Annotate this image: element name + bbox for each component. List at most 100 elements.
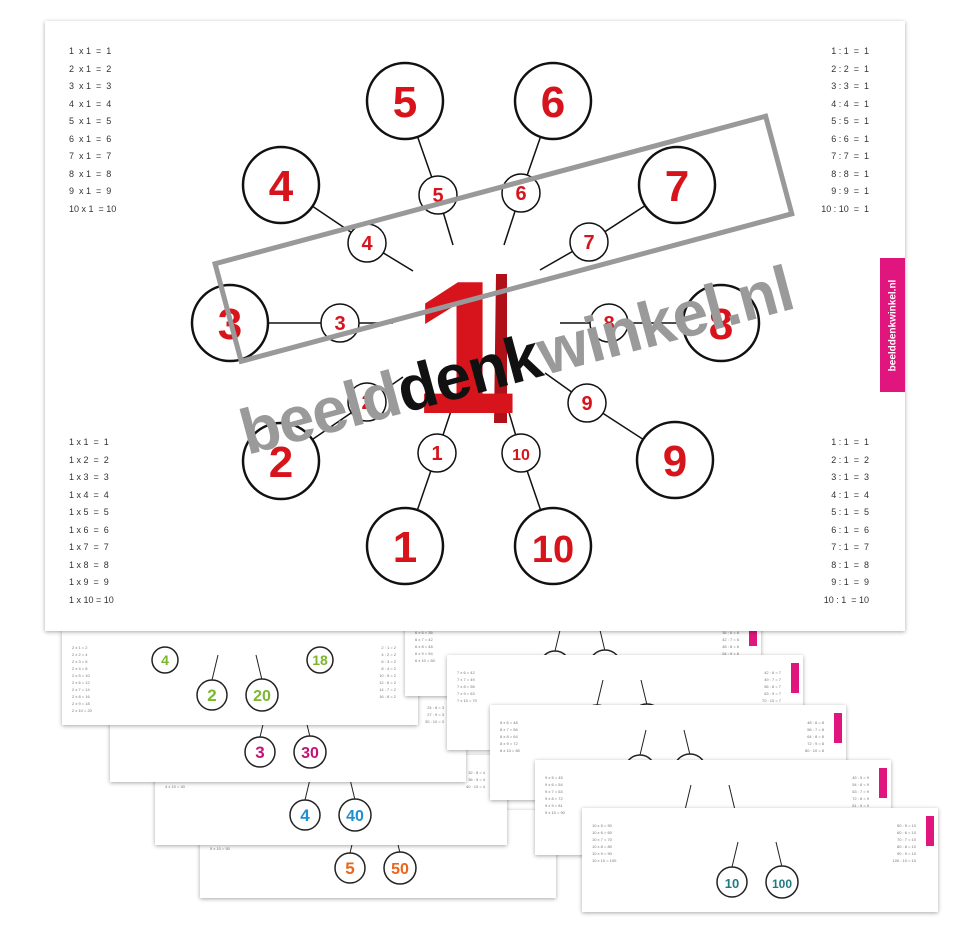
inner-number: 1 (431, 443, 442, 465)
mini-brand-tab (791, 663, 799, 693)
table-line: 1 : 1 = 1 (831, 437, 869, 447)
table-line: 2 x 3 = 6 (72, 659, 88, 664)
table-line: 6 : 6 = 1 (831, 133, 869, 144)
mini-spoke (255, 654, 263, 681)
mini-outer-circle (306, 646, 334, 674)
table-line: 2 x 1 = 2 (69, 63, 112, 74)
table-line: 54 : 6 = 9 (852, 782, 869, 787)
table-line: 7 x 10 = 70 (457, 698, 477, 703)
mini-multiplication-list: 7 x 6 = 42 7 x 7 = 49 7 x 8 = 56 7 x 9 = 63… (457, 669, 477, 704)
table-line: 4 : 4 = 1 (831, 98, 869, 109)
table-line: 1 : 1 = 1 (831, 46, 869, 56)
inner-number: 6 (515, 183, 526, 205)
mini-spoke (684, 784, 692, 811)
inner-number: 4 (361, 233, 373, 255)
inner-circle (320, 303, 360, 343)
table-line: 48 : 8 = 6 (722, 644, 739, 649)
table-line: 4 : 1 = 4 (831, 489, 869, 500)
table-line: 10 x 7 = 70 (592, 837, 612, 842)
mini-inner-number: 5 (345, 859, 354, 878)
table-line: 9 x 10 = 90 (545, 810, 565, 815)
table-line: 70 : 7 = 10 (896, 837, 916, 842)
table-line: 2 x 4 = 8 (72, 666, 88, 671)
table-line: 54 : 9 = 6 (722, 651, 739, 656)
outer-circle (365, 61, 445, 141)
table-line: 7 x 8 = 56 (457, 684, 475, 689)
table-line: 2 x 1 = 2 (72, 645, 88, 650)
mini-spoke (731, 841, 739, 868)
table-line: 4 x 10 = 40 (165, 784, 185, 789)
table-line: 1 x 2 = 2 (69, 454, 109, 465)
table-line: 9 x 8 = 72 (545, 796, 563, 801)
table-line: 7 : 7 = 1 (831, 151, 869, 161)
table-line: 6 x 7 = 42 (415, 637, 433, 642)
table-line: 10 : 10 = 1 (821, 203, 869, 214)
table-line: 7 x 1 = 7 (69, 151, 112, 161)
table-line: 1 x 6 = 6 (69, 524, 109, 535)
table-line: 36 : 6 = 6 (722, 630, 739, 635)
table-line: 5 x 10 = 50 (210, 846, 230, 851)
table-line: 6 x 6 = 36 (415, 630, 433, 635)
outer-number: 6 (541, 78, 565, 127)
brand-tab-label: beelddenkwinkel.nl (887, 279, 899, 371)
mini-brand-tab (834, 713, 842, 743)
mini-spoke (596, 679, 604, 706)
mini-outer-circle (338, 798, 372, 832)
table-line: 1 x 3 = 3 (69, 472, 109, 482)
table-line: 72 : 9 = 8 (807, 741, 824, 746)
mini-inner-number: 2 (207, 686, 216, 705)
table-line: 9 : 1 = 9 (831, 577, 869, 587)
table-line: 8 x 7 = 56 (500, 727, 518, 732)
table-line: 80 : 10 = 8 (804, 748, 824, 753)
table-line: 1 x 8 = 8 (69, 559, 109, 570)
mini-outer-number: 40 (346, 808, 364, 825)
mini-outer-circle (293, 735, 327, 769)
table-line: 8 x 10 = 80 (500, 748, 520, 753)
table-line: 24 : 8 = 3 (427, 705, 444, 710)
table-line: 6 x 10 = 60 (415, 658, 435, 663)
mini-inner-circle (334, 852, 366, 884)
mini-spoke (639, 729, 647, 756)
mini-outer-circle (151, 646, 179, 674)
table-line: 7 x 6 = 42 (457, 670, 475, 675)
table-line: 7 : 1 = 7 (831, 542, 869, 552)
table-line: 2 : 1 = 2 (831, 454, 869, 465)
mini-inner-number: 4 (300, 806, 310, 825)
table-line: 9 : 9 = 1 (831, 186, 869, 196)
inner-number: 2 (361, 392, 372, 414)
table-line: 5 : 1 = 5 (831, 507, 869, 517)
table-line: 30 : 10 = 3 (424, 719, 444, 724)
center-digit: 1 (412, 242, 518, 454)
inner-circle (589, 303, 629, 343)
mini-wheel: 4 40 (289, 774, 372, 832)
inner-circle (347, 223, 387, 263)
table-line: 3 x 1 = 3 (69, 81, 112, 91)
table-line: 64 : 8 = 8 (807, 734, 824, 739)
table-line: 8 x 8 = 64 (500, 734, 518, 739)
outer-number: 4 (269, 162, 294, 211)
table-line: 7 x 9 = 63 (457, 691, 475, 696)
table-line: 8 : 4 = 2 (381, 666, 396, 671)
table-line: 4 : 2 = 2 (381, 652, 396, 657)
mini-outer-number: 30 (301, 745, 319, 762)
table-line: 80 : 8 = 10 (896, 844, 916, 849)
table-line: 63 : 7 = 9 (852, 789, 869, 794)
table-line: 9 x 5 = 45 (545, 775, 563, 780)
table-line: 2 x 6 = 12 (72, 680, 90, 685)
table-line: 8 x 9 = 72 (500, 741, 518, 746)
outer-circle (513, 61, 593, 141)
table-line: 9 x 1 = 9 (69, 186, 112, 196)
table-line: 32 : 8 = 4 (468, 770, 485, 775)
table-line: 7 x 7 = 49 (457, 677, 475, 682)
table-line: 16 : 8 = 2 (379, 694, 396, 699)
table-line: 1 x 7 = 7 (69, 542, 109, 552)
mini-spoke (211, 654, 219, 681)
table-line: 10 x 1 = 10 (69, 203, 117, 214)
outer-number: 3 (218, 300, 242, 349)
